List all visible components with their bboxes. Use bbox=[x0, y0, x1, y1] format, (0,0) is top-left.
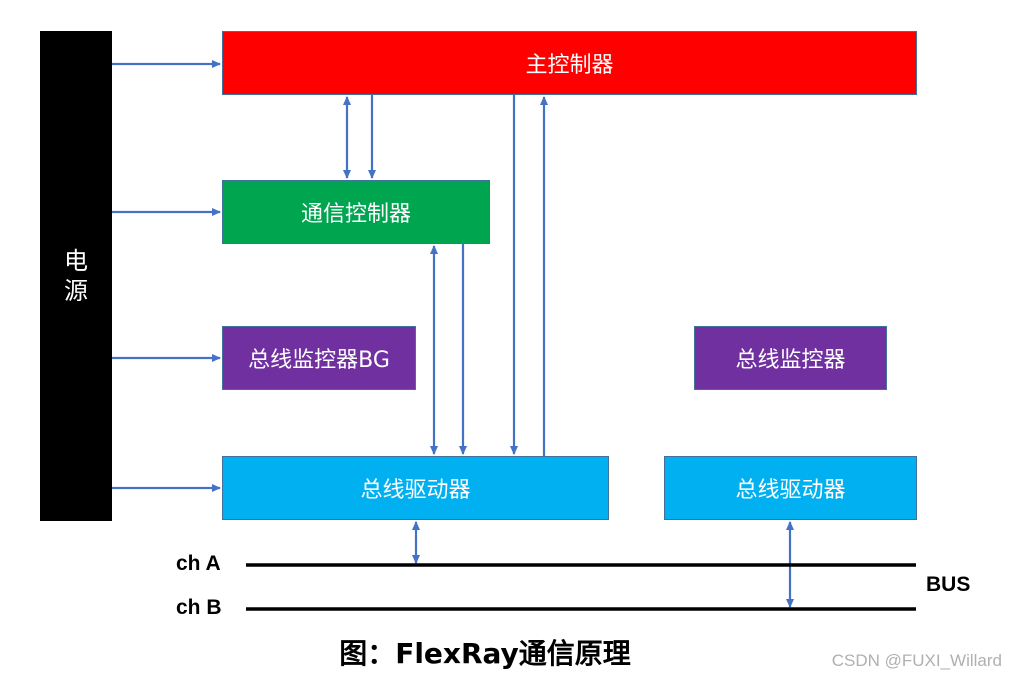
power-char-2: 源 bbox=[64, 277, 88, 305]
channel-b-label: ch B bbox=[176, 596, 222, 619]
bus-guardian-block: 总线监控器BG bbox=[222, 326, 416, 390]
channel-a-label: ch A bbox=[176, 552, 221, 575]
bus-driver-label-1: 总线驱动器 bbox=[360, 478, 471, 503]
figure-caption: 图：FlexRay通信原理 bbox=[339, 637, 631, 670]
main-controller-label: 主控制器 bbox=[525, 53, 614, 78]
bus-driver-block-2: 总线驱动器 bbox=[664, 456, 917, 520]
power-supply-block: 电 源 bbox=[40, 31, 112, 521]
communication-controller-label: 通信控制器 bbox=[300, 202, 411, 227]
power-char-1: 电 bbox=[64, 247, 88, 275]
communication-controller-block: 通信控制器 bbox=[222, 180, 490, 244]
main-controller-block: 主控制器 bbox=[222, 31, 917, 95]
bus-driver-block-1: 总线驱动器 bbox=[222, 456, 609, 520]
bus-monitor-block: 总线监控器 bbox=[694, 326, 887, 390]
bus-monitor-label: 总线监控器 bbox=[735, 348, 846, 373]
bus-driver-label-2: 总线驱动器 bbox=[735, 478, 846, 503]
bus-label: BUS bbox=[926, 573, 971, 596]
watermark: CSDN @FUXI_Willard bbox=[831, 651, 1002, 670]
bus-guardian-label: 总线监控器BG bbox=[248, 348, 390, 373]
